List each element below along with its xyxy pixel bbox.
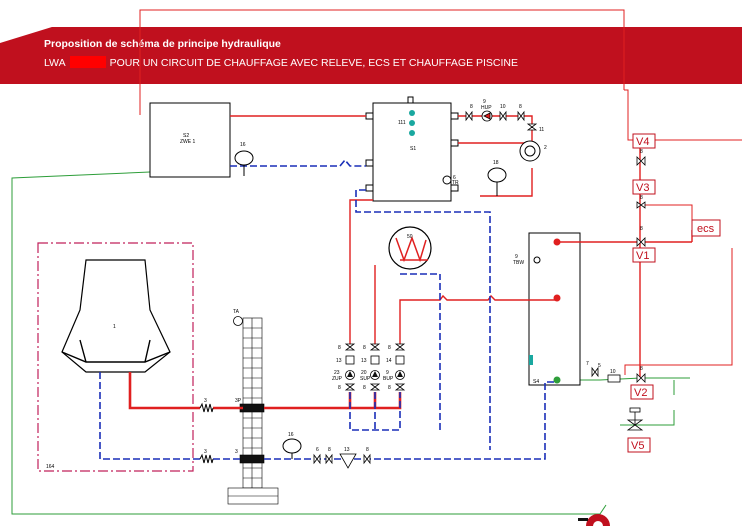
label-tank-6: 6 — [453, 175, 456, 181]
label-bup-8: 8 — [388, 345, 391, 351]
label-sup-8b: 8 — [363, 385, 366, 391]
label-zwe: ZWE 1 — [180, 139, 195, 145]
label-8b: 8 — [519, 104, 522, 110]
label-ret-8b: 8 — [366, 447, 369, 453]
ecs-label: ecs — [697, 223, 715, 235]
expansion-vessels — [234, 140, 541, 459]
corner-logo — [578, 514, 610, 526]
label-20: 20 — [361, 370, 367, 376]
label-11: 11 — [539, 127, 544, 133]
label-zup-8: 8 — [338, 345, 341, 351]
valve-v4-label: V4 — [636, 136, 649, 148]
label-18: 18 — [493, 160, 499, 166]
label-164: 164 — [46, 464, 55, 470]
ecs-fittings — [591, 156, 646, 431]
return-fittings — [313, 453, 371, 469]
label-s4: S4 — [533, 379, 539, 385]
valve-v2-label: V2 — [634, 387, 647, 399]
label-111: 111 — [398, 120, 406, 126]
label-14: 14 — [386, 358, 392, 364]
label-16: 16 — [240, 142, 246, 148]
label-hose-3a: 3 — [204, 398, 207, 404]
label-zwe-s2: S2 — [183, 133, 189, 139]
label-7: 7 — [586, 361, 589, 367]
label-sup: SUP — [360, 376, 371, 382]
label-ta: TA — [233, 309, 240, 315]
label-v3-8: 8 — [640, 195, 643, 201]
label-10: 10 — [500, 104, 506, 110]
label-ret-8: 8 — [328, 447, 331, 453]
label-v2-8: 8 — [640, 366, 643, 372]
label-bup: BUP — [383, 376, 394, 382]
label-ret-13: 13 — [344, 447, 350, 453]
valve-v3-label: V3 — [636, 182, 649, 194]
label-ret-6: 6 — [316, 447, 319, 453]
label-zup: ZUP — [332, 376, 343, 382]
label-cold-10: 10 — [610, 369, 616, 375]
label-v4-8: 8 — [640, 149, 643, 155]
valve-v5-label: V5 — [631, 440, 644, 452]
flex-hoses — [199, 402, 214, 464]
label-tbw: TBW — [513, 260, 524, 266]
label-3: 3 — [235, 449, 238, 455]
label-13: 13 — [336, 358, 342, 364]
label-tbw-9: 9 — [515, 254, 518, 260]
label-bup-8b: 8 — [388, 385, 391, 391]
label-16b: 16 — [288, 432, 294, 438]
heat-pump-unit: 1 — [61, 259, 171, 373]
label-s1: S1 — [410, 146, 416, 152]
label-hose-3b: 3 — [204, 449, 207, 455]
valve-labels: V4 V3 V1 V2 V5 ecs — [627, 133, 721, 453]
pump-groups — [344, 343, 406, 391]
hup-fittings — [465, 110, 538, 131]
label-bup-9: 9 — [386, 370, 389, 376]
label-heatpump-1: 1 — [113, 324, 116, 330]
label-5: 5 — [598, 363, 601, 369]
subtitle-text: POUR UN CIRCUIT DE CHAUFFAGE AVEC RELEVE… — [109, 57, 519, 69]
diagram-subtitle: LWA POUR UN CIRCUIT DE CHAUFFAGE AVEC REL… — [44, 56, 518, 69]
brick-column — [227, 316, 279, 505]
red-supply-pipes — [230, 115, 693, 378]
ecs-tank: 9 TBW S4 — [513, 232, 581, 386]
subtitle-prefix: LWA — [44, 57, 66, 69]
label-tr: TR — [452, 180, 459, 186]
buffer-tank: 111 S1 6 TR — [365, 96, 459, 202]
label-3p: 3P — [235, 398, 242, 404]
label-hup: HUP — [481, 105, 492, 111]
heatpump-frame — [37, 242, 194, 472]
label-2: 2 — [544, 145, 547, 151]
label-zup-8b: 8 — [338, 385, 341, 391]
label-8a: 8 — [470, 104, 473, 110]
label-ecs-8: 8 — [640, 226, 643, 232]
redaction-box — [69, 56, 106, 68]
zwe-box — [149, 102, 231, 178]
pump-triangles — [347, 371, 403, 377]
label-9: 9 — [483, 99, 486, 105]
pool-heat-exchanger: 50 — [388, 226, 432, 270]
label-50: 50 — [407, 234, 413, 240]
label-sup-13: 13 — [361, 358, 367, 364]
blue-return-pipes — [99, 158, 556, 460]
label-sup-8: 8 — [363, 345, 366, 351]
title-banner — [0, 27, 742, 84]
valve-v1-label: V1 — [636, 250, 649, 262]
diagram-title: Proposition de schéma de principe hydrau… — [44, 38, 281, 50]
label-23: 23 — [334, 370, 340, 376]
